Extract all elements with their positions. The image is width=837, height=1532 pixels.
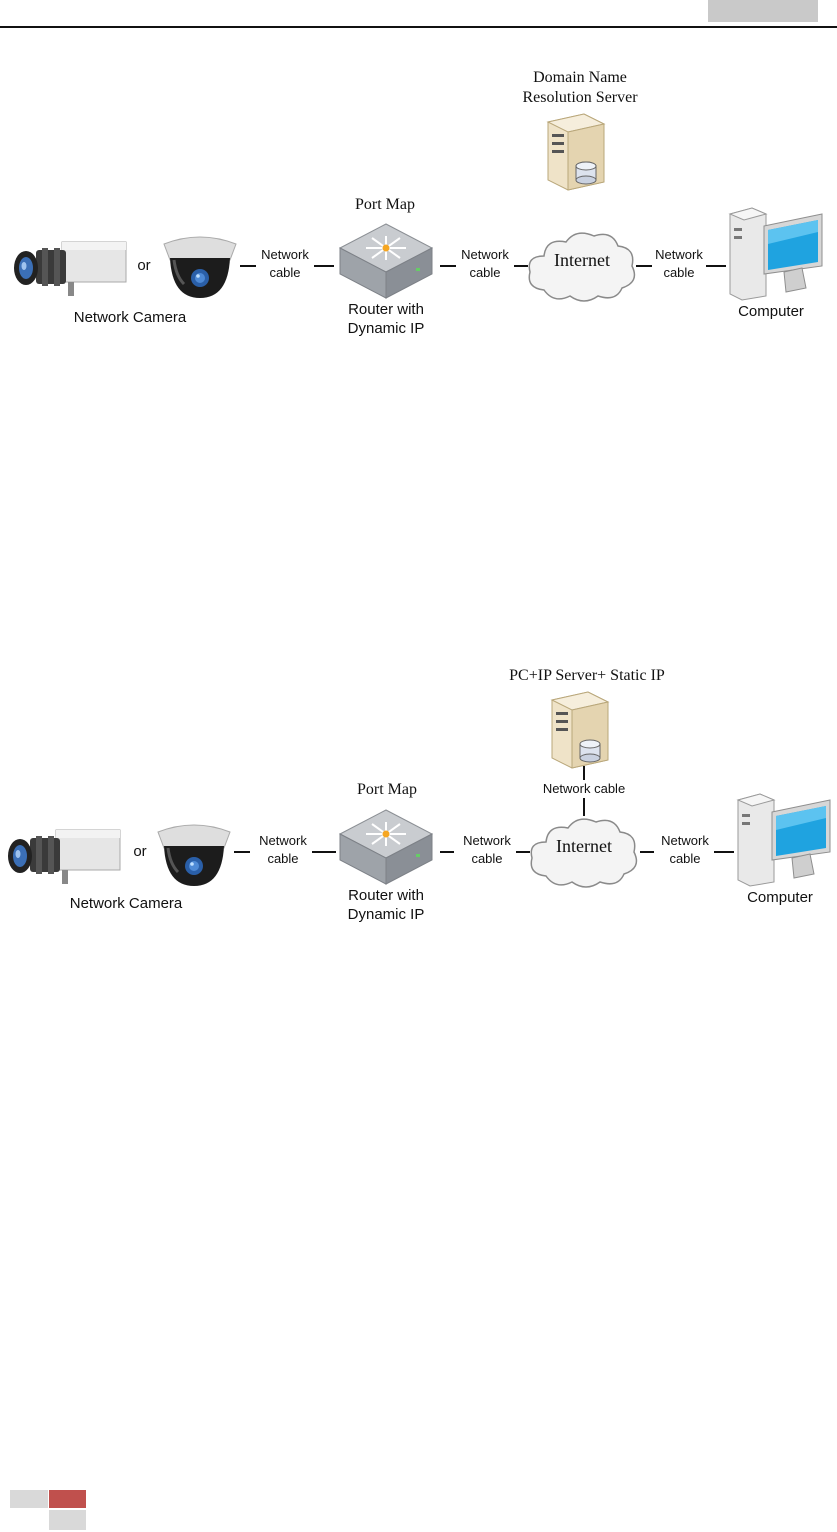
server-icon xyxy=(546,113,606,191)
cable-line xyxy=(516,851,530,853)
cable-line xyxy=(440,851,454,853)
cable-line xyxy=(240,265,256,267)
cable-label-line: Network xyxy=(463,833,511,848)
router-label-line-2: Dynamic IP xyxy=(347,320,425,337)
computer-label: Computer xyxy=(747,889,813,906)
cable-label-line: cable xyxy=(469,265,501,280)
diagram-ip-server: PC+IP Server+ Static IP Network cable or… xyxy=(0,660,837,940)
cable-label-line: Network xyxy=(261,247,309,262)
router-label-line-1: Router with xyxy=(348,887,424,904)
cable-label-line: Network xyxy=(461,247,509,262)
cable-line xyxy=(714,851,734,853)
cable-line xyxy=(440,265,456,267)
cable-label-line: cable xyxy=(267,851,299,866)
cable-label-line: Network xyxy=(655,247,703,262)
cable-label-line: cable xyxy=(669,851,701,866)
cable-label-line: cable xyxy=(663,265,695,280)
cable-label-line: Network xyxy=(661,833,709,848)
diagram-dns-server: Domain Name Resolution Server or Netwo xyxy=(0,60,837,350)
camera-label: Network Camera xyxy=(69,895,183,912)
cable-line xyxy=(706,265,726,267)
server-label: Domain Name Resolution Server xyxy=(500,68,660,108)
server-cable-label: Network cable xyxy=(542,781,626,796)
server-label: PC+IP Server+ Static IP xyxy=(509,667,665,684)
footer-gray-block xyxy=(10,1490,48,1508)
footer-red-block xyxy=(49,1490,86,1508)
box-camera-icon xyxy=(8,829,121,884)
cable-label-3: Network cable xyxy=(652,832,718,868)
server-label-line-2: Resolution Server xyxy=(522,89,638,106)
cable-line xyxy=(640,851,654,853)
cable-line xyxy=(312,851,336,853)
dome-camera-icon xyxy=(163,236,237,298)
cable-label-line: Network xyxy=(259,833,307,848)
header-rule xyxy=(0,26,837,28)
cable-label-1: Network cable xyxy=(252,246,318,282)
cable-line xyxy=(514,265,528,267)
router-icon xyxy=(338,223,434,299)
cable-line xyxy=(234,851,250,853)
footer-gray-block-lower xyxy=(49,1510,86,1530)
dome-camera-icon xyxy=(157,824,231,886)
cable-label-line: cable xyxy=(269,265,301,280)
or-label: or xyxy=(133,843,147,860)
box-camera-icon xyxy=(14,241,127,296)
cable-line xyxy=(314,265,334,267)
computer-icon xyxy=(736,793,831,887)
cable-label-3: Network cable xyxy=(646,246,712,282)
server-icon xyxy=(550,691,610,769)
router-label: Router with Dynamic IP xyxy=(326,886,446,924)
cable-label-line: cable xyxy=(471,851,503,866)
server-cable-line xyxy=(583,798,585,816)
cable-label-2: Network cable xyxy=(452,246,518,282)
computer-label: Computer xyxy=(738,303,804,320)
camera-label: Network Camera xyxy=(73,309,187,326)
internet-label: Internet xyxy=(554,250,610,270)
router-title: Port Map xyxy=(357,781,417,798)
server-cable-line xyxy=(583,766,585,780)
router-label: Router with Dynamic IP xyxy=(326,300,446,338)
computer-icon xyxy=(728,207,823,301)
or-label: or xyxy=(137,257,151,274)
internet-cloud-icon xyxy=(530,818,638,888)
server-label-line-1: Domain Name xyxy=(533,69,627,86)
header-tab xyxy=(708,0,818,22)
cable-label-2: Network cable xyxy=(454,832,520,868)
router-title: Port Map xyxy=(355,196,415,213)
router-label-line-2: Dynamic IP xyxy=(347,906,425,923)
internet-label: Internet xyxy=(556,836,612,856)
internet-cloud-icon xyxy=(528,232,636,302)
cable-label-1: Network cable xyxy=(250,832,316,868)
cable-line xyxy=(636,265,652,267)
router-label-line-1: Router with xyxy=(348,301,424,318)
router-icon xyxy=(338,809,434,885)
